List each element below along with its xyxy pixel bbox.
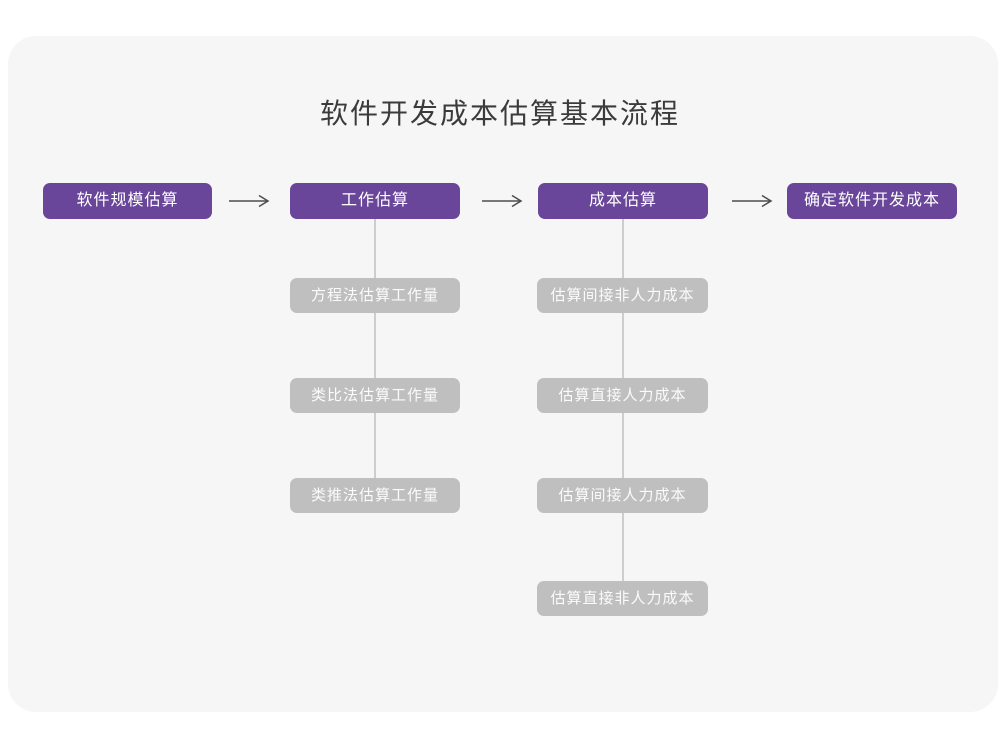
node-software-size-estimation[interactable]: 软件规模估算 xyxy=(43,183,212,219)
diagram-card xyxy=(8,36,998,712)
subnode-extrapolation-method[interactable]: 类推法估算工作量 xyxy=(290,478,460,513)
subnode-analogy-method[interactable]: 类比法估算工作量 xyxy=(290,378,460,413)
subnode-direct-labor-cost[interactable]: 估算直接人力成本 xyxy=(537,378,708,413)
subnode-indirect-labor-cost[interactable]: 估算间接人力成本 xyxy=(537,478,708,513)
diagram-title: 软件开发成本估算基本流程 xyxy=(319,98,680,129)
subnode-direct-nonlabor-cost[interactable]: 估算直接非人力成本 xyxy=(537,581,708,616)
subnode-equation-method[interactable]: 方程法估算工作量 xyxy=(290,278,460,313)
subnode-indirect-nonlabor-cost[interactable]: 估算间接非人力成本 xyxy=(537,278,708,313)
right-arrow-icon xyxy=(730,194,774,208)
right-arrow-icon xyxy=(480,194,524,208)
node-determine-development-cost[interactable]: 确定软件开发成本 xyxy=(787,183,957,219)
work-estimation-connector-line xyxy=(374,218,376,496)
right-arrow-icon xyxy=(227,194,271,208)
node-work-estimation[interactable]: 工作估算 xyxy=(290,183,460,219)
node-cost-estimation[interactable]: 成本估算 xyxy=(538,183,708,219)
